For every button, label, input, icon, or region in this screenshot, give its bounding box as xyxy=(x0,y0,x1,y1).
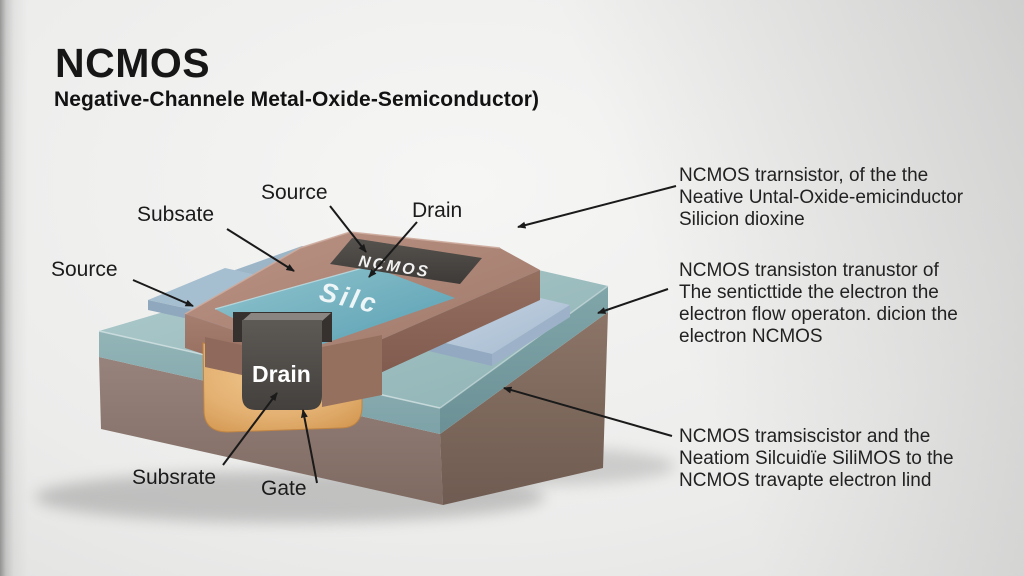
oxide-edge-highlight-right xyxy=(439,285,609,409)
label-subsate-top: Subsate xyxy=(137,203,215,226)
arrow-annotation-1 xyxy=(517,185,677,229)
body-right-face xyxy=(330,270,540,396)
annotation-block-3: NCMOS tramsiscistor and the Neatiom Silc… xyxy=(679,426,1009,492)
annotation-line: NCMOS trarnsistor, of the the xyxy=(679,165,929,186)
annotation-line: electron flow operaton. dicion the xyxy=(679,304,958,325)
label-source-left: Source xyxy=(51,258,118,281)
annotation-block-2: NCMOS transiston tranustor of The sentic… xyxy=(679,260,1009,348)
ncmos-plate xyxy=(330,238,482,284)
pillar-left xyxy=(205,337,242,375)
arrow-source-left xyxy=(132,279,194,307)
annotation-line: Neative Untal-Oxide-emicinductor xyxy=(679,187,964,208)
pad-right-front-right xyxy=(492,305,570,366)
arrow-source-top xyxy=(329,205,367,253)
annotation-line: Neatiom Silcuidïe SiliMOS to the xyxy=(679,448,954,469)
page-title: NCMOS xyxy=(55,40,211,86)
gate-block xyxy=(242,320,322,410)
annotation-line: electron NCMOS xyxy=(679,326,823,347)
annotation-line: NCMOS travapte electron lind xyxy=(679,470,932,491)
arrow-annotation-2 xyxy=(597,288,669,314)
annotation-line: NCMOS transiston tranustor of xyxy=(679,260,939,281)
label-drain-top: Drain xyxy=(412,199,463,222)
label-gate-bottom: Gate xyxy=(261,477,307,500)
label-source-top: Source xyxy=(261,181,328,204)
callout-arrows xyxy=(132,185,677,484)
oxide-right-face xyxy=(440,286,608,434)
pillar-right xyxy=(322,335,382,407)
gate-block-top xyxy=(242,313,331,321)
annotation-block-1: NCMOS trarnsistor, of the the Neative Un… xyxy=(679,165,1009,231)
arrow-subsrate-bottom xyxy=(222,392,278,466)
substrate-right-face xyxy=(440,312,608,505)
annotation-line: NCMOS tramsiscistor and the xyxy=(679,426,931,447)
substrate-front-face xyxy=(99,357,443,505)
arrow-subsate-top xyxy=(226,228,295,272)
annotation-line: The senticttide the electron the xyxy=(679,282,939,303)
label-subsrate-bottom: Subsrate xyxy=(132,466,217,489)
arrow-annotation-3 xyxy=(503,386,673,437)
arrow-drain-top xyxy=(368,221,418,278)
body-top-edge-highlight xyxy=(184,231,501,315)
annotation-line: Silicion dioxine xyxy=(679,209,805,230)
gate-block-label: Drain xyxy=(252,361,311,387)
arrow-gate-bottom xyxy=(300,409,318,484)
page-subtitle: Negative-Channele Metal-Oxide-Semiconduc… xyxy=(54,88,540,111)
silc-edge-highlight xyxy=(214,265,371,310)
